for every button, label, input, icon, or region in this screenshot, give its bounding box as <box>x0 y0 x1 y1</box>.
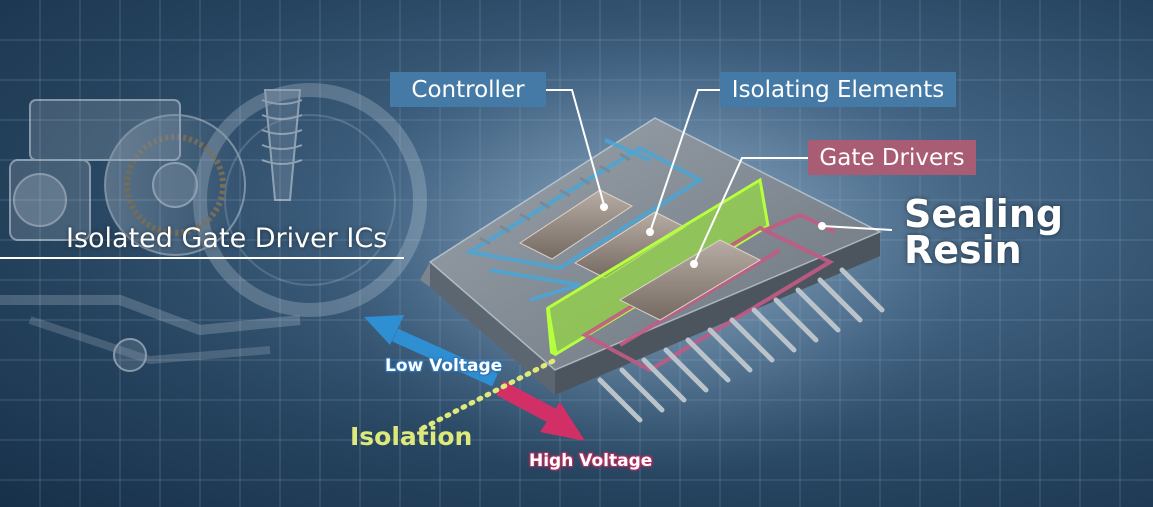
isolation-dotted-line <box>420 357 558 431</box>
low-voltage-label: Low Voltage <box>385 356 503 376</box>
controller-pointer-dot <box>600 203 608 211</box>
high-voltage-arrow <box>496 380 585 441</box>
resin-pointer-dot <box>818 222 826 230</box>
sealing-resin-label: Sealing Resin <box>904 192 1064 272</box>
ev-motor-illustration <box>0 83 427 372</box>
isolation-label: Isolation <box>350 422 473 451</box>
isolating-pointer-dot <box>646 228 654 236</box>
sealing-resin-line1: Sealing <box>904 192 1064 236</box>
isolating-elements-label: Isolating Elements <box>720 72 956 107</box>
sealing-resin-line2: Resin <box>904 228 1022 272</box>
controller-label: Controller <box>390 72 546 107</box>
gate-pointer-dot <box>690 260 698 268</box>
low-voltage-arrow <box>364 315 498 387</box>
gate-drivers-label: Gate Drivers <box>808 140 976 175</box>
product-title: Isolated Gate Driver ICs <box>66 223 388 254</box>
leader-lines <box>546 89 893 265</box>
high-voltage-label: High Voltage <box>529 451 653 471</box>
